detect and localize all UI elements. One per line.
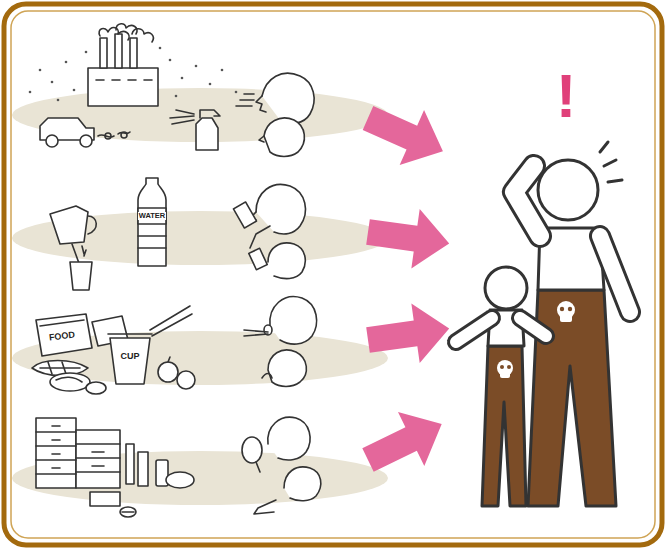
cup-label: CUP [119,352,140,361]
water [50,178,305,290]
bands [12,88,388,505]
poisoned-people [456,142,630,506]
air-pollution [29,24,314,157]
frame [4,4,662,545]
cosmetics [36,417,321,517]
inner-frame [11,11,655,538]
arrows [355,91,455,487]
food [32,297,317,394]
exclamation-mark: ! [556,65,577,127]
bottle-label: WATER [138,212,167,220]
